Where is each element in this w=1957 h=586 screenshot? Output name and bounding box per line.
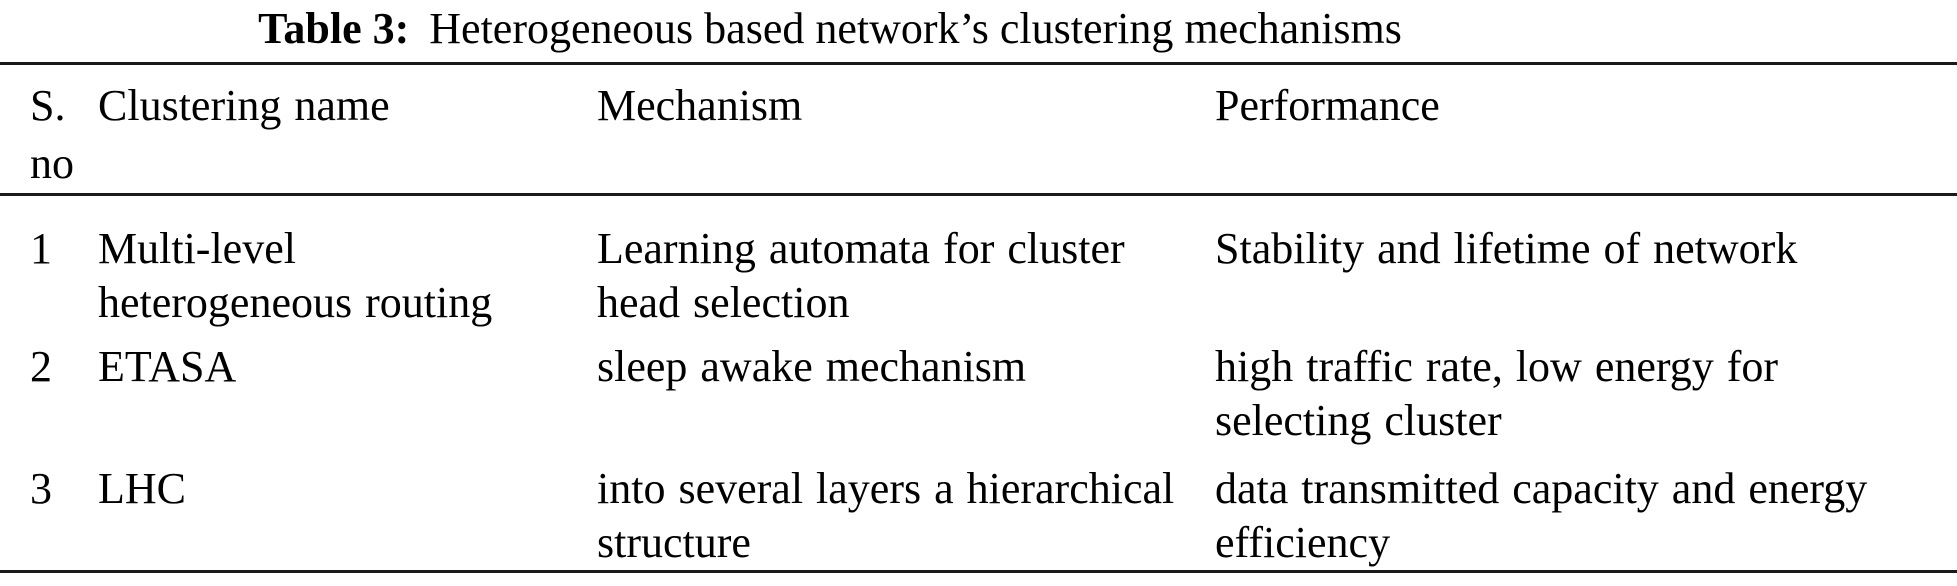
clustering-mechanisms-table: S. no Clustering name Mechanism Performa…: [0, 62, 1957, 573]
cell-performance: data transmitted capacity and energy eff…: [1215, 464, 1868, 567]
cell-sno: 1: [30, 224, 52, 273]
cell-sno: 2: [30, 342, 52, 391]
cell-clustering-name: LHC: [98, 464, 186, 513]
table-row: 2 ETASA sleep awake mechanism high traff…: [0, 330, 1957, 448]
cell-mechanism: Learning automata for cluster head selec…: [597, 224, 1125, 327]
cell-mechanism: into several layers a hierarchical struc…: [597, 464, 1175, 567]
table-caption-label: Table 3:: [258, 4, 410, 53]
table-caption: Table 3: Heterogeneous based network’s cl…: [0, 0, 1660, 62]
cell-performance: Stability and lifetime of network: [1215, 224, 1798, 273]
column-header-mechanism: Mechanism: [597, 81, 803, 130]
header-row: S. no Clustering name Mechanism Performa…: [0, 64, 1957, 195]
cell-mechanism: sleep awake mechanism: [597, 342, 1027, 391]
table-caption-text: Heterogeneous based network’s clustering…: [429, 4, 1402, 53]
column-header-clustering-name: Clustering name: [98, 81, 390, 130]
cell-sno: 3: [30, 464, 52, 513]
table-row: 1 Multi-level heterogeneous routing Lear…: [0, 195, 1957, 331]
cell-clustering-name: ETASA: [98, 342, 237, 391]
table-row: 3 LHC into several layers a hierarchical…: [0, 448, 1957, 572]
column-header-sno: S. no: [30, 81, 74, 188]
column-header-performance: Performance: [1215, 81, 1440, 130]
cell-performance: high traffic rate, low energy for select…: [1215, 342, 1779, 445]
cell-clustering-name: Multi-level heterogeneous routing: [98, 224, 493, 327]
